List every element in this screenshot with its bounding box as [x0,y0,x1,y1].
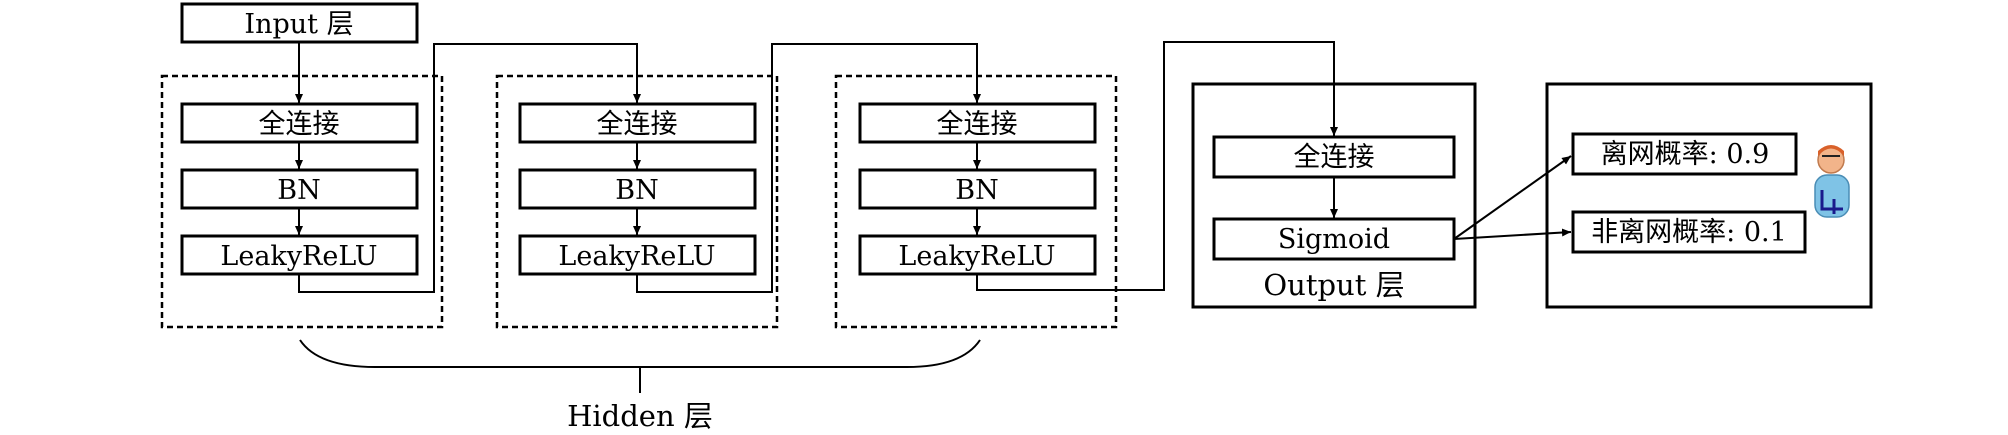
input-layer-label: Input 层 [244,9,353,40]
leakyrelu-node-2: LeakyReLU [518,234,757,276]
connector-act3-to-output [976,41,1338,291]
bn-node-1: BN [180,168,419,210]
hidden-block-2: 全连接 BN LeakyReLU [495,74,779,329]
stay-probability-label: 非离网概率: 0.1 [1591,217,1787,248]
stay-probability-box: 非离网概率: 0.1 [1571,210,1807,254]
input-layer-node: Input 层 [180,2,419,44]
leakyrelu-node-1: LeakyReLU [180,234,419,276]
output-layer: 全连接 Sigmoid Output 层 [1191,82,1477,309]
hidden-block-1: 全连接 BN LeakyReLU [160,74,444,329]
bn-label-3: BN [955,175,998,206]
leakyrelu-label-1: LeakyReLU [220,241,377,272]
churn-probability-label: 离网概率: 0.9 [1601,139,1770,170]
sigmoid-node: Sigmoid [1212,217,1456,261]
fc-label-3: 全连接 [937,109,1018,140]
leakyrelu-node-3: LeakyReLU [858,234,1097,276]
hidden-layer-label: Hidden 层 [567,399,713,433]
output-fc-node: 全连接 [1212,135,1456,179]
fc-label-2: 全连接 [597,109,678,140]
user-icon [1814,145,1850,218]
connectors [295,41,1572,293]
output-layer-label: Output 层 [1263,268,1404,302]
connector-sigmoid-to-stay [1453,228,1572,240]
connector-act1-to-fc2 [298,43,641,293]
bn-node-2: BN [518,168,757,210]
result-panel: 离网概率: 0.9 非离网概率: 0.1 [1545,82,1873,309]
bn-label-2: BN [615,175,658,206]
connector-act2-to-fc3 [636,43,981,293]
hidden-block-3: 全连接 BN LeakyReLU [834,74,1118,329]
result-panel-frame [1545,82,1873,309]
connector-sigmoid-to-churn [1453,155,1572,240]
bn-label-1: BN [277,175,320,206]
fc-label-1: 全连接 [259,109,340,140]
sigmoid-label: Sigmoid [1278,224,1390,255]
fc-node-2: 全连接 [518,102,757,144]
hidden-layer-brace [299,339,981,393]
hidden-block-1-frame [160,74,444,329]
leakyrelu-label-3: LeakyReLU [898,241,1055,272]
churn-probability-box: 离网概率: 0.9 [1571,132,1798,176]
bn-node-3: BN [858,168,1097,210]
leakyrelu-label-2: LeakyReLU [558,241,715,272]
fc-node-3: 全连接 [858,102,1097,144]
output-fc-label: 全连接 [1294,142,1375,173]
fc-node-1: 全连接 [180,102,419,144]
